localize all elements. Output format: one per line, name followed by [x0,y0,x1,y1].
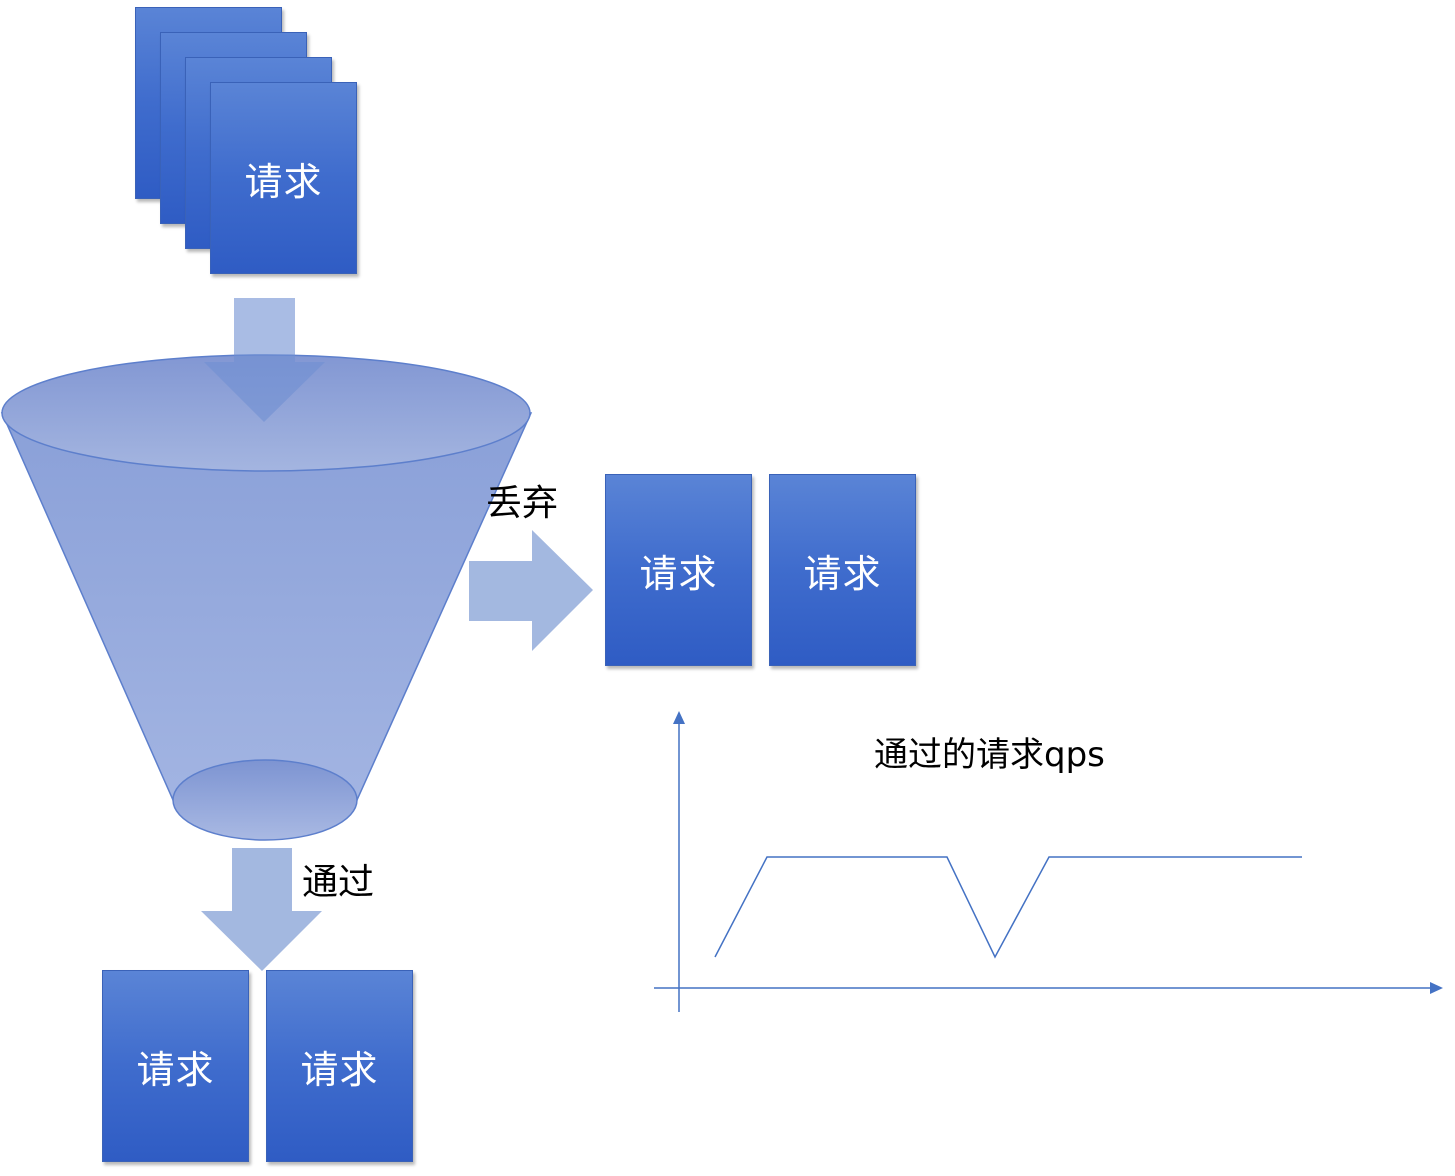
pass-arrow [201,848,322,971]
passed-request-label: 请求 [136,1047,215,1092]
discard-label: 丢弃 [486,483,559,524]
discarded-request-card-1: 请求 [605,474,752,666]
discard-arrow [469,530,593,651]
discarded-request-card-2: 请求 [769,474,916,666]
funnel-bottom [172,759,358,841]
chart-y-axis-arrowhead [673,711,685,724]
pass-label: 通过 [302,862,375,903]
chart-x-axis-arrowhead [1430,982,1443,994]
chart-qps-line [714,856,1302,959]
passed-request-card-1: 请求 [102,970,249,1162]
discarded-request-label: 请求 [639,551,718,596]
passed-request-card-2: 请求 [266,970,413,1162]
input-request-label: 请求 [244,159,323,204]
inflow-arrow [204,298,325,422]
discarded-request-label: 请求 [803,551,882,596]
passed-request-label: 请求 [300,1047,379,1092]
input-request-card-4: 请求 [210,82,357,274]
chart-title: 通过的请求qps [874,735,1105,775]
